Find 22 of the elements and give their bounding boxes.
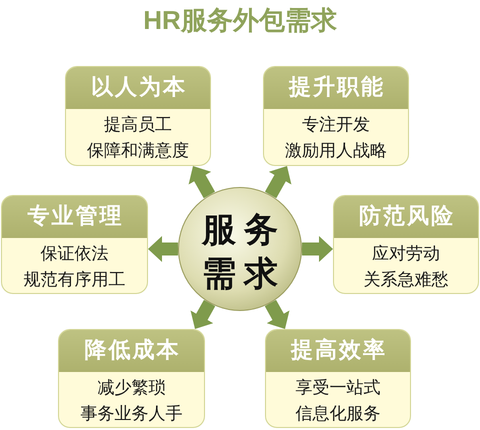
card-text: 减少繁琐事务业务人手 <box>80 377 184 426</box>
info-card <box>263 66 409 166</box>
title: HR服务外包需求 <box>143 5 337 35</box>
card-text: 保证依法规范有序用工 <box>22 243 126 292</box>
card-text: 享受一站式信息化服务 <box>294 377 382 426</box>
info-card <box>265 329 411 428</box>
card-text: 专注开发激励用人战略 <box>284 114 388 163</box>
card-heading: 提高效率 <box>266 330 410 372</box>
card-heading: 降低成本 <box>59 330 204 372</box>
card-heading: 专业管理 <box>2 196 147 238</box>
card-heading: 以人为本 <box>66 67 210 109</box>
card-text: 提高员工保障和满意度 <box>86 114 190 163</box>
card-heading: 提升职能 <box>264 67 408 109</box>
card-text: 应对劳动关系急难愁 <box>362 243 450 292</box>
info-card <box>65 66 211 166</box>
arrow <box>302 236 333 262</box>
info-card <box>58 329 205 428</box>
arrow <box>148 236 178 262</box>
info-card <box>333 195 479 294</box>
card-heading: 防范风险 <box>334 196 478 238</box>
hub-text: 服务需求 <box>200 209 286 296</box>
info-card <box>1 195 148 294</box>
